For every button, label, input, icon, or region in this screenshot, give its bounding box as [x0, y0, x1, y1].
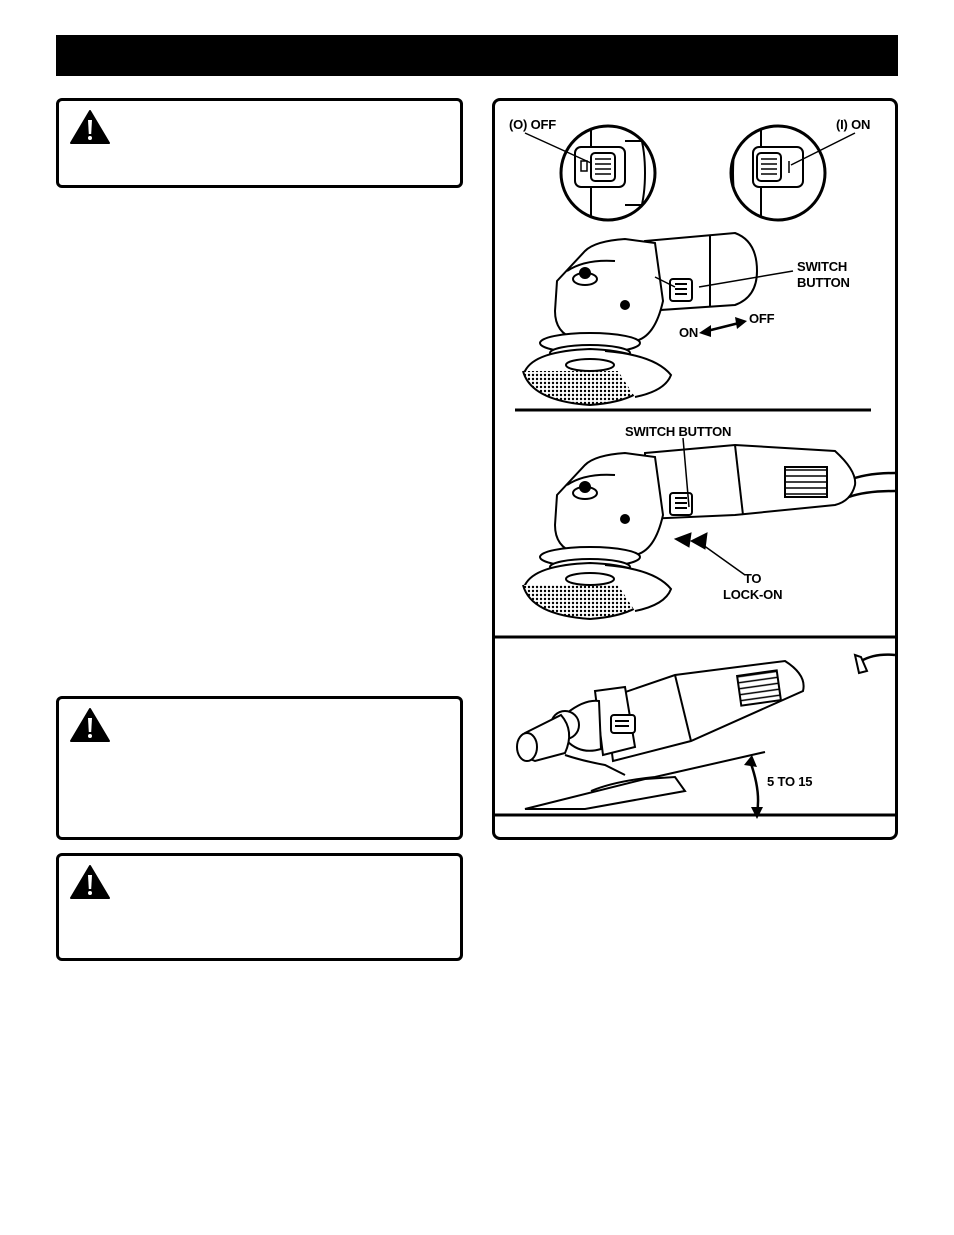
off-position-label: (O) OFF [509, 117, 556, 132]
off-detail-circle [524, 124, 657, 222]
angle-arc-icon [744, 755, 763, 819]
warning-box-1 [56, 98, 463, 188]
warning-box-2 [56, 696, 463, 840]
warning-triangle-icon [70, 110, 110, 144]
grinder-illustration-3 [516, 653, 895, 810]
switch-operation-figure: (O) OFF (I) ON SWITCH BUTTON ON OFF SWIT… [492, 98, 898, 840]
switch-button-label-2: SWITCH BUTTON [625, 424, 732, 439]
warning-triangle-icon [70, 708, 110, 742]
on-off-arrow-icon [699, 317, 747, 337]
off-arrow-label: OFF [749, 311, 775, 326]
section-header-bar [56, 35, 898, 76]
switch-button-pointer [682, 437, 690, 508]
figure-artwork [495, 124, 895, 819]
angle-reference-line [654, 751, 766, 778]
switch-button-pointer-1 [654, 276, 676, 288]
lock-on-arrow-icon [673, 532, 746, 576]
warning-box-3 [56, 853, 463, 961]
switch-button-label-1: SWITCH BUTTON [797, 259, 850, 290]
grinder-illustration-1 [522, 231, 759, 407]
angle-label: 5 TO 15 [767, 774, 813, 789]
grinder-illustration-2 [522, 443, 895, 621]
warning-triangle-icon [70, 865, 110, 899]
lock-on-label: TO LOCK-ON [723, 571, 783, 602]
switch-button-pointer-1b [698, 270, 794, 288]
on-position-label: (I) ON [836, 117, 871, 132]
on-arrow-label: ON [679, 325, 699, 340]
on-detail-circle [729, 124, 856, 222]
